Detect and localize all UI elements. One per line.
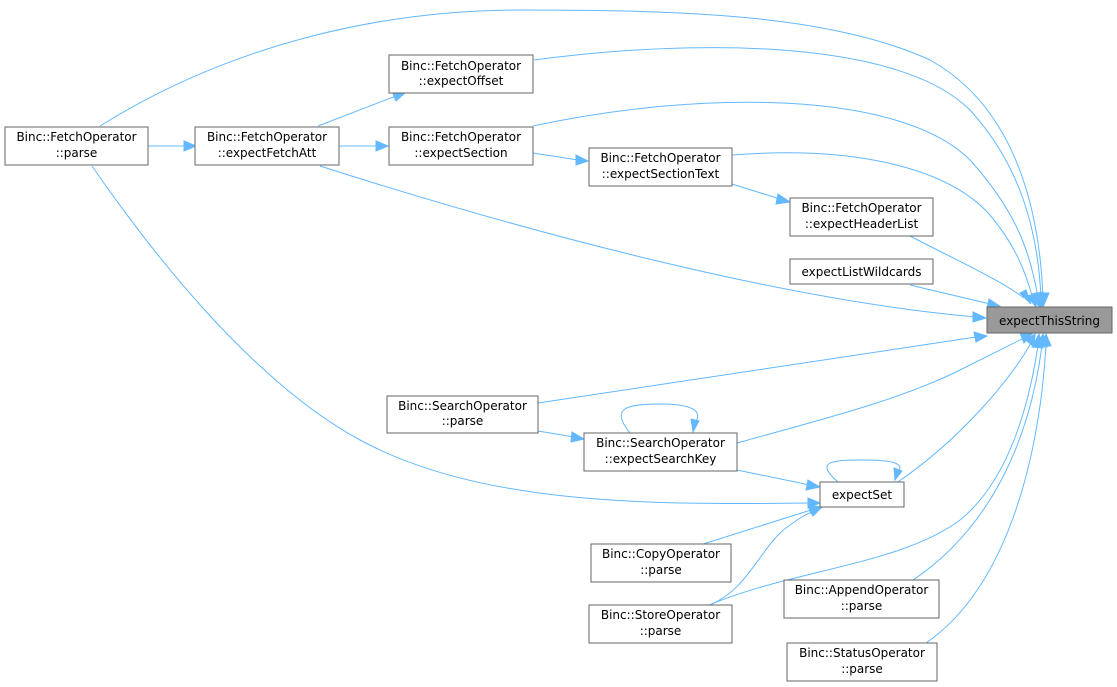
- node-label-line-2: ::expectHeaderList: [805, 217, 919, 231]
- node-label-line-1: Binc::FetchOperator: [401, 59, 521, 73]
- edge-fetch-parse-to-expect-fetch-att: [148, 140, 198, 152]
- node-fetch-operator-parse[interactable]: Binc::FetchOperator ::parse: [4, 126, 149, 166]
- edge-expect-search-key-to-expect-this-string: [736, 332, 1034, 444]
- edge-expect-set-self-loop: [826, 459, 903, 483]
- node-expect-set[interactable]: expectSet: [819, 481, 905, 508]
- node-label-line-2: ::parse: [442, 414, 484, 428]
- nodes: Binc::FetchOperator ::parse Binc::FetchO…: [4, 54, 1113, 682]
- node-expect-this-string[interactable]: expectThisString: [986, 306, 1113, 334]
- node-label-line-2: ::parse: [841, 599, 883, 613]
- node-fetch-operator-expect-fetch-att[interactable]: Binc::FetchOperator ::expectFetchAtt: [194, 126, 340, 166]
- node-label-line-2: ::expectFetchAtt: [218, 146, 317, 160]
- edge-expect-search-key-to-expect-set: [736, 469, 822, 491]
- node-search-operator-parse[interactable]: Binc::SearchOperator ::parse: [386, 395, 539, 434]
- node-label-line-2: ::parse: [640, 563, 682, 577]
- edge-expect-fetch-att-to-expect-this-string: [319, 165, 988, 323]
- node-label-line-2: ::parse: [56, 146, 98, 160]
- node-label-line-1: expectListWildcards: [802, 265, 922, 279]
- node-label-line-1: Binc::CopyOperator: [602, 547, 720, 561]
- node-label-line-2: ::expectSection: [414, 146, 507, 160]
- node-label-line-1: expectThisString: [999, 314, 1100, 328]
- node-search-operator-expect-search-key[interactable]: Binc::SearchOperator ::expectSearchKey: [583, 432, 738, 472]
- edge-search-parse-to-expect-search-key: [537, 430, 586, 443]
- node-label-line-1: Binc::FetchOperator: [207, 130, 327, 144]
- node-fetch-operator-expect-offset[interactable]: Binc::FetchOperator ::expectOffset: [388, 54, 534, 94]
- node-label-line-1: Binc::SearchOperator: [596, 436, 725, 450]
- edge-append-parse-to-expect-this-string: [909, 332, 1048, 583]
- node-label-line-1: Binc::FetchOperator: [600, 151, 720, 165]
- node-label-line-2: ::parse: [841, 662, 883, 676]
- edge-expect-fetch-att-to-expect-section: [339, 140, 390, 152]
- node-label-line-2: ::parse: [640, 624, 682, 638]
- node-label-line-1: Binc::AppendOperator: [795, 583, 929, 597]
- node-fetch-operator-expect-header-list[interactable]: Binc::FetchOperator ::expectHeaderList: [789, 197, 934, 237]
- node-label-line-1: Binc::FetchOperator: [16, 130, 136, 144]
- edge-expect-search-key-self-loop: [620, 403, 700, 434]
- edge-expect-header-list-to-expect-this-string: [909, 235, 1032, 305]
- node-copy-operator-parse[interactable]: Binc::CopyOperator ::parse: [590, 543, 732, 583]
- edge-expect-list-wildcards-to-expect-this-string: [909, 284, 1003, 310]
- node-label-line-1: Binc::FetchOperator: [801, 201, 921, 215]
- node-label-line-1: Binc::StoreOperator: [601, 608, 720, 622]
- edge-expect-set-to-expect-this-string: [894, 333, 1036, 485]
- node-store-operator-parse[interactable]: Binc::StoreOperator ::parse: [588, 604, 733, 644]
- node-status-operator-parse[interactable]: Binc::StatusOperator ::parse: [786, 642, 938, 682]
- edge-copy-parse-to-expect-set: [699, 504, 823, 546]
- edge-expect-section-to-expect-section-text: [532, 152, 590, 166]
- edge-expect-fetch-att-to-expect-offset: [317, 90, 408, 127]
- node-label-line-1: Binc::FetchOperator: [401, 130, 521, 144]
- edge-search-parse-to-expect-this-string: [537, 331, 989, 404]
- node-fetch-operator-expect-section-text[interactable]: Binc::FetchOperator ::expectSectionText: [588, 147, 733, 187]
- edge-store-parse-to-expect-set: [706, 506, 823, 607]
- node-label-line-1: Binc::SearchOperator: [398, 399, 527, 413]
- node-label-line-2: ::expectSectionText: [602, 167, 720, 181]
- node-label-line-1: expectSet: [832, 488, 893, 502]
- node-label-line-2: ::expectSearchKey: [605, 452, 717, 466]
- node-label-line-1: Binc::StatusOperator: [799, 646, 925, 660]
- edge-expect-section-text-to-expect-this-string: [731, 152, 1039, 309]
- edge-status-parse-to-expect-this-string: [925, 332, 1052, 644]
- node-fetch-operator-expect-section[interactable]: Binc::FetchOperator ::expectSection: [388, 126, 534, 166]
- edge-expect-section-to-expect-this-string: [532, 101, 1044, 309]
- edge-expect-section-text-to-expect-header-list: [731, 183, 792, 205]
- node-expect-list-wildcards[interactable]: expectListWildcards: [789, 258, 934, 285]
- node-append-operator-parse[interactable]: Binc::AppendOperator ::parse: [783, 579, 940, 619]
- edges: [91, 9, 1052, 644]
- node-label-line-2: ::expectOffset: [419, 74, 504, 88]
